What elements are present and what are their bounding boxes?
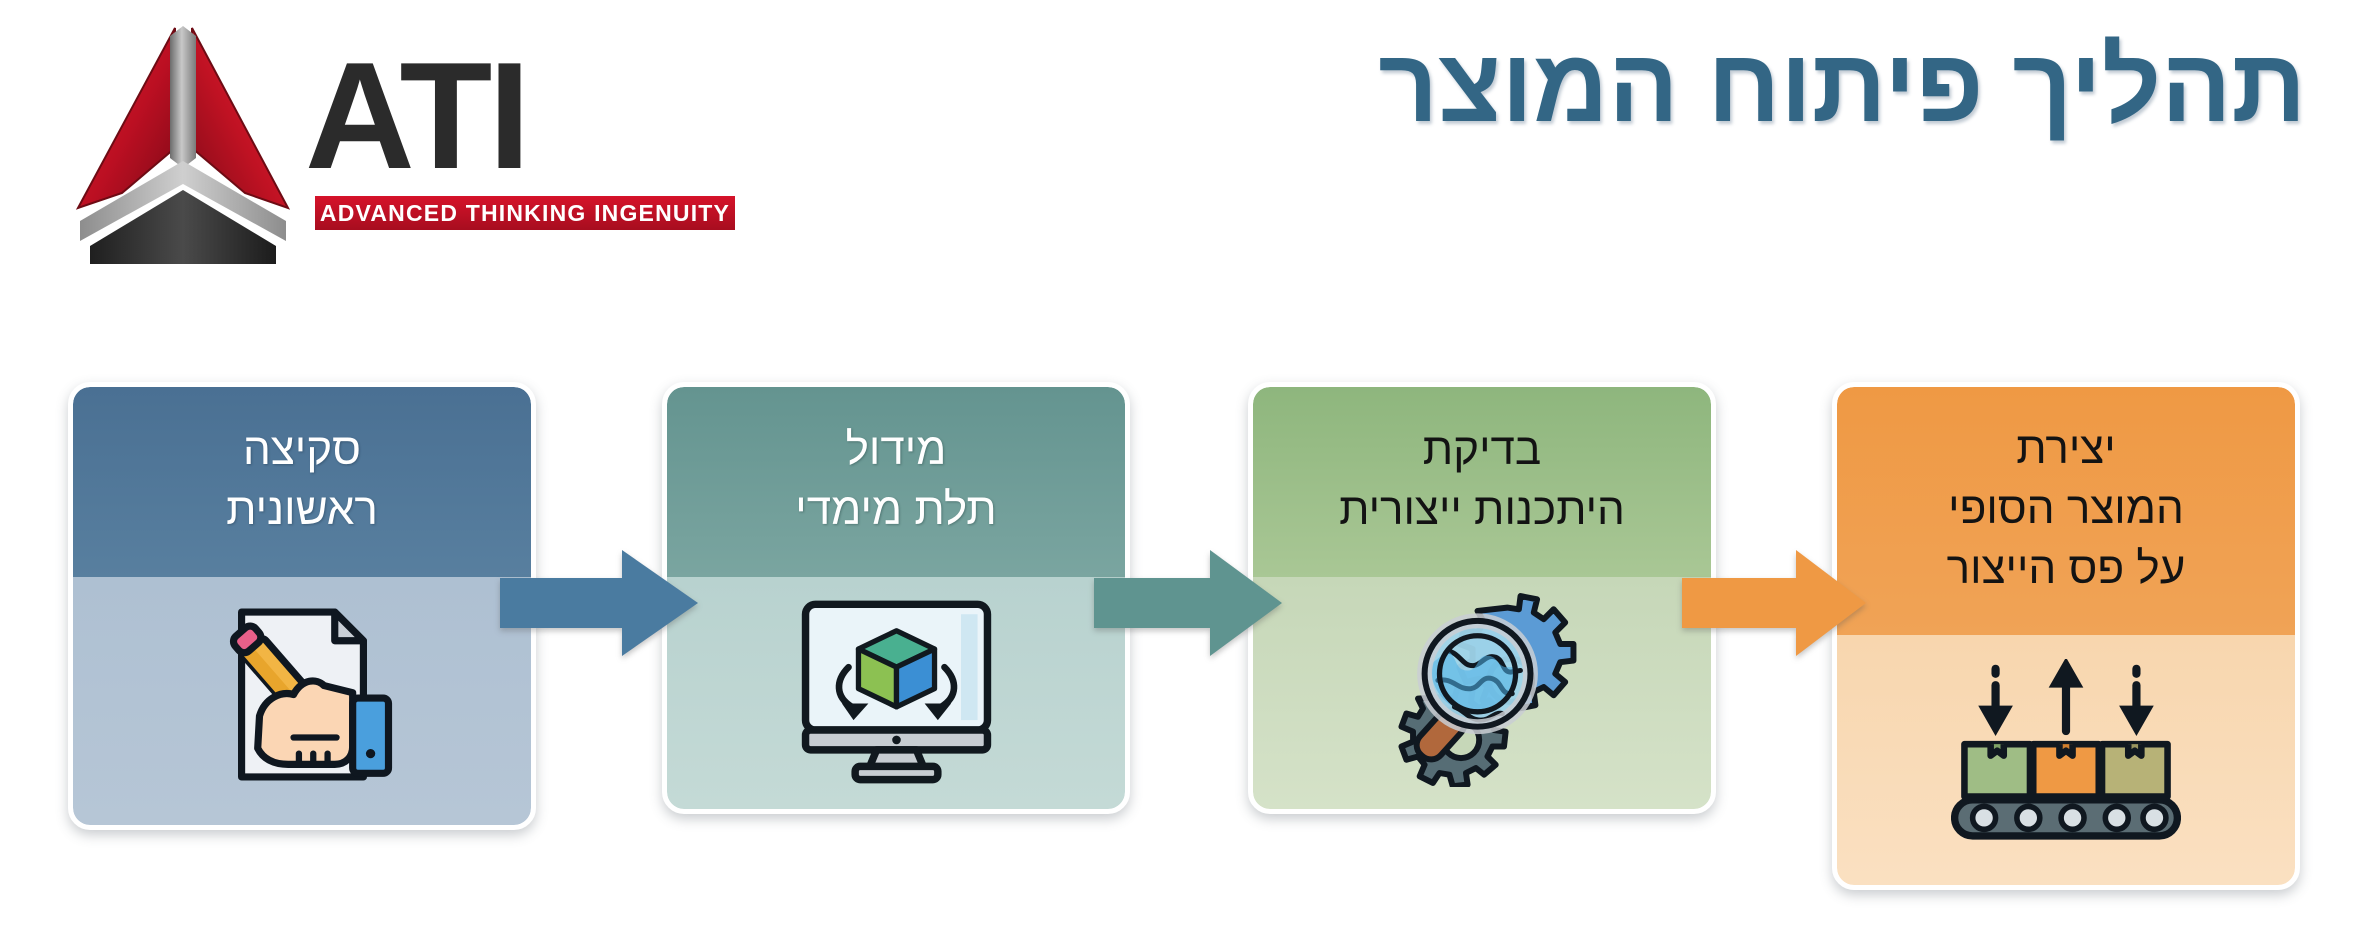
- ati-logo-wordmark: ATI ADVANCED THINKING INGENUITY: [305, 40, 735, 240]
- ati-logo-letters: ATI: [305, 31, 531, 201]
- flow-step-card-2[interactable]: מידול תלת מימדי: [662, 382, 1130, 814]
- flow-step-3-label: בדיקת היתכנות ייצורית: [1339, 425, 1625, 534]
- flow-arrow-2: [1094, 548, 1284, 658]
- flow-step-2-label: מידול תלת מימדי: [795, 425, 997, 534]
- ati-logo-tagline-bar: ADVANCED THINKING INGENUITY: [315, 196, 735, 230]
- conveyor-belt-boxes-icon: [1950, 656, 2182, 854]
- flow-step-1-header: סקיצה ראשונית: [73, 387, 531, 577]
- magnifier-gears-icon: [1375, 587, 1590, 792]
- flow-step-4-label: יצירת המוצר הסופי על פס הייצור: [1946, 424, 2186, 593]
- flow-step-3-header: בדיקת היתכנות ייצורית: [1253, 387, 1711, 577]
- hand-drawing-sketch-icon: [195, 587, 410, 807]
- flow-arrow-3: [1682, 548, 1868, 658]
- flow-step-card-1[interactable]: סקיצה ראשונית: [68, 382, 536, 830]
- page-title: תהליך פיתוח המוצר: [1378, 28, 2306, 144]
- flow-step-1-label: סקיצה ראשונית: [226, 425, 378, 534]
- flow-step-card-3[interactable]: בדיקת היתכנות ייצורית: [1248, 382, 1716, 814]
- flow-step-card-4[interactable]: יצירת המוצר הסופי על פס הייצור: [1832, 382, 2300, 890]
- flow-step-2-header: מידול תלת מימדי: [667, 387, 1125, 577]
- flow-step-4-body: [1837, 635, 2295, 885]
- ati-logo-tagline: ADVANCED THINKING INGENUITY: [319, 199, 731, 226]
- monitor-3d-cube-icon: [789, 587, 1004, 792]
- ati-logo-mark-icon: [70, 18, 300, 273]
- flow-arrow-1: [500, 548, 700, 658]
- flow-step-2-body: [667, 577, 1125, 809]
- flow-step-1-body: [73, 577, 531, 825]
- flow-step-4-header: יצירת המוצר הסופי על פס הייצור: [1837, 387, 2295, 635]
- ati-logo: ATI ADVANCED THINKING INGENUITY: [60, 10, 760, 280]
- flow-step-3-body: [1253, 577, 1711, 809]
